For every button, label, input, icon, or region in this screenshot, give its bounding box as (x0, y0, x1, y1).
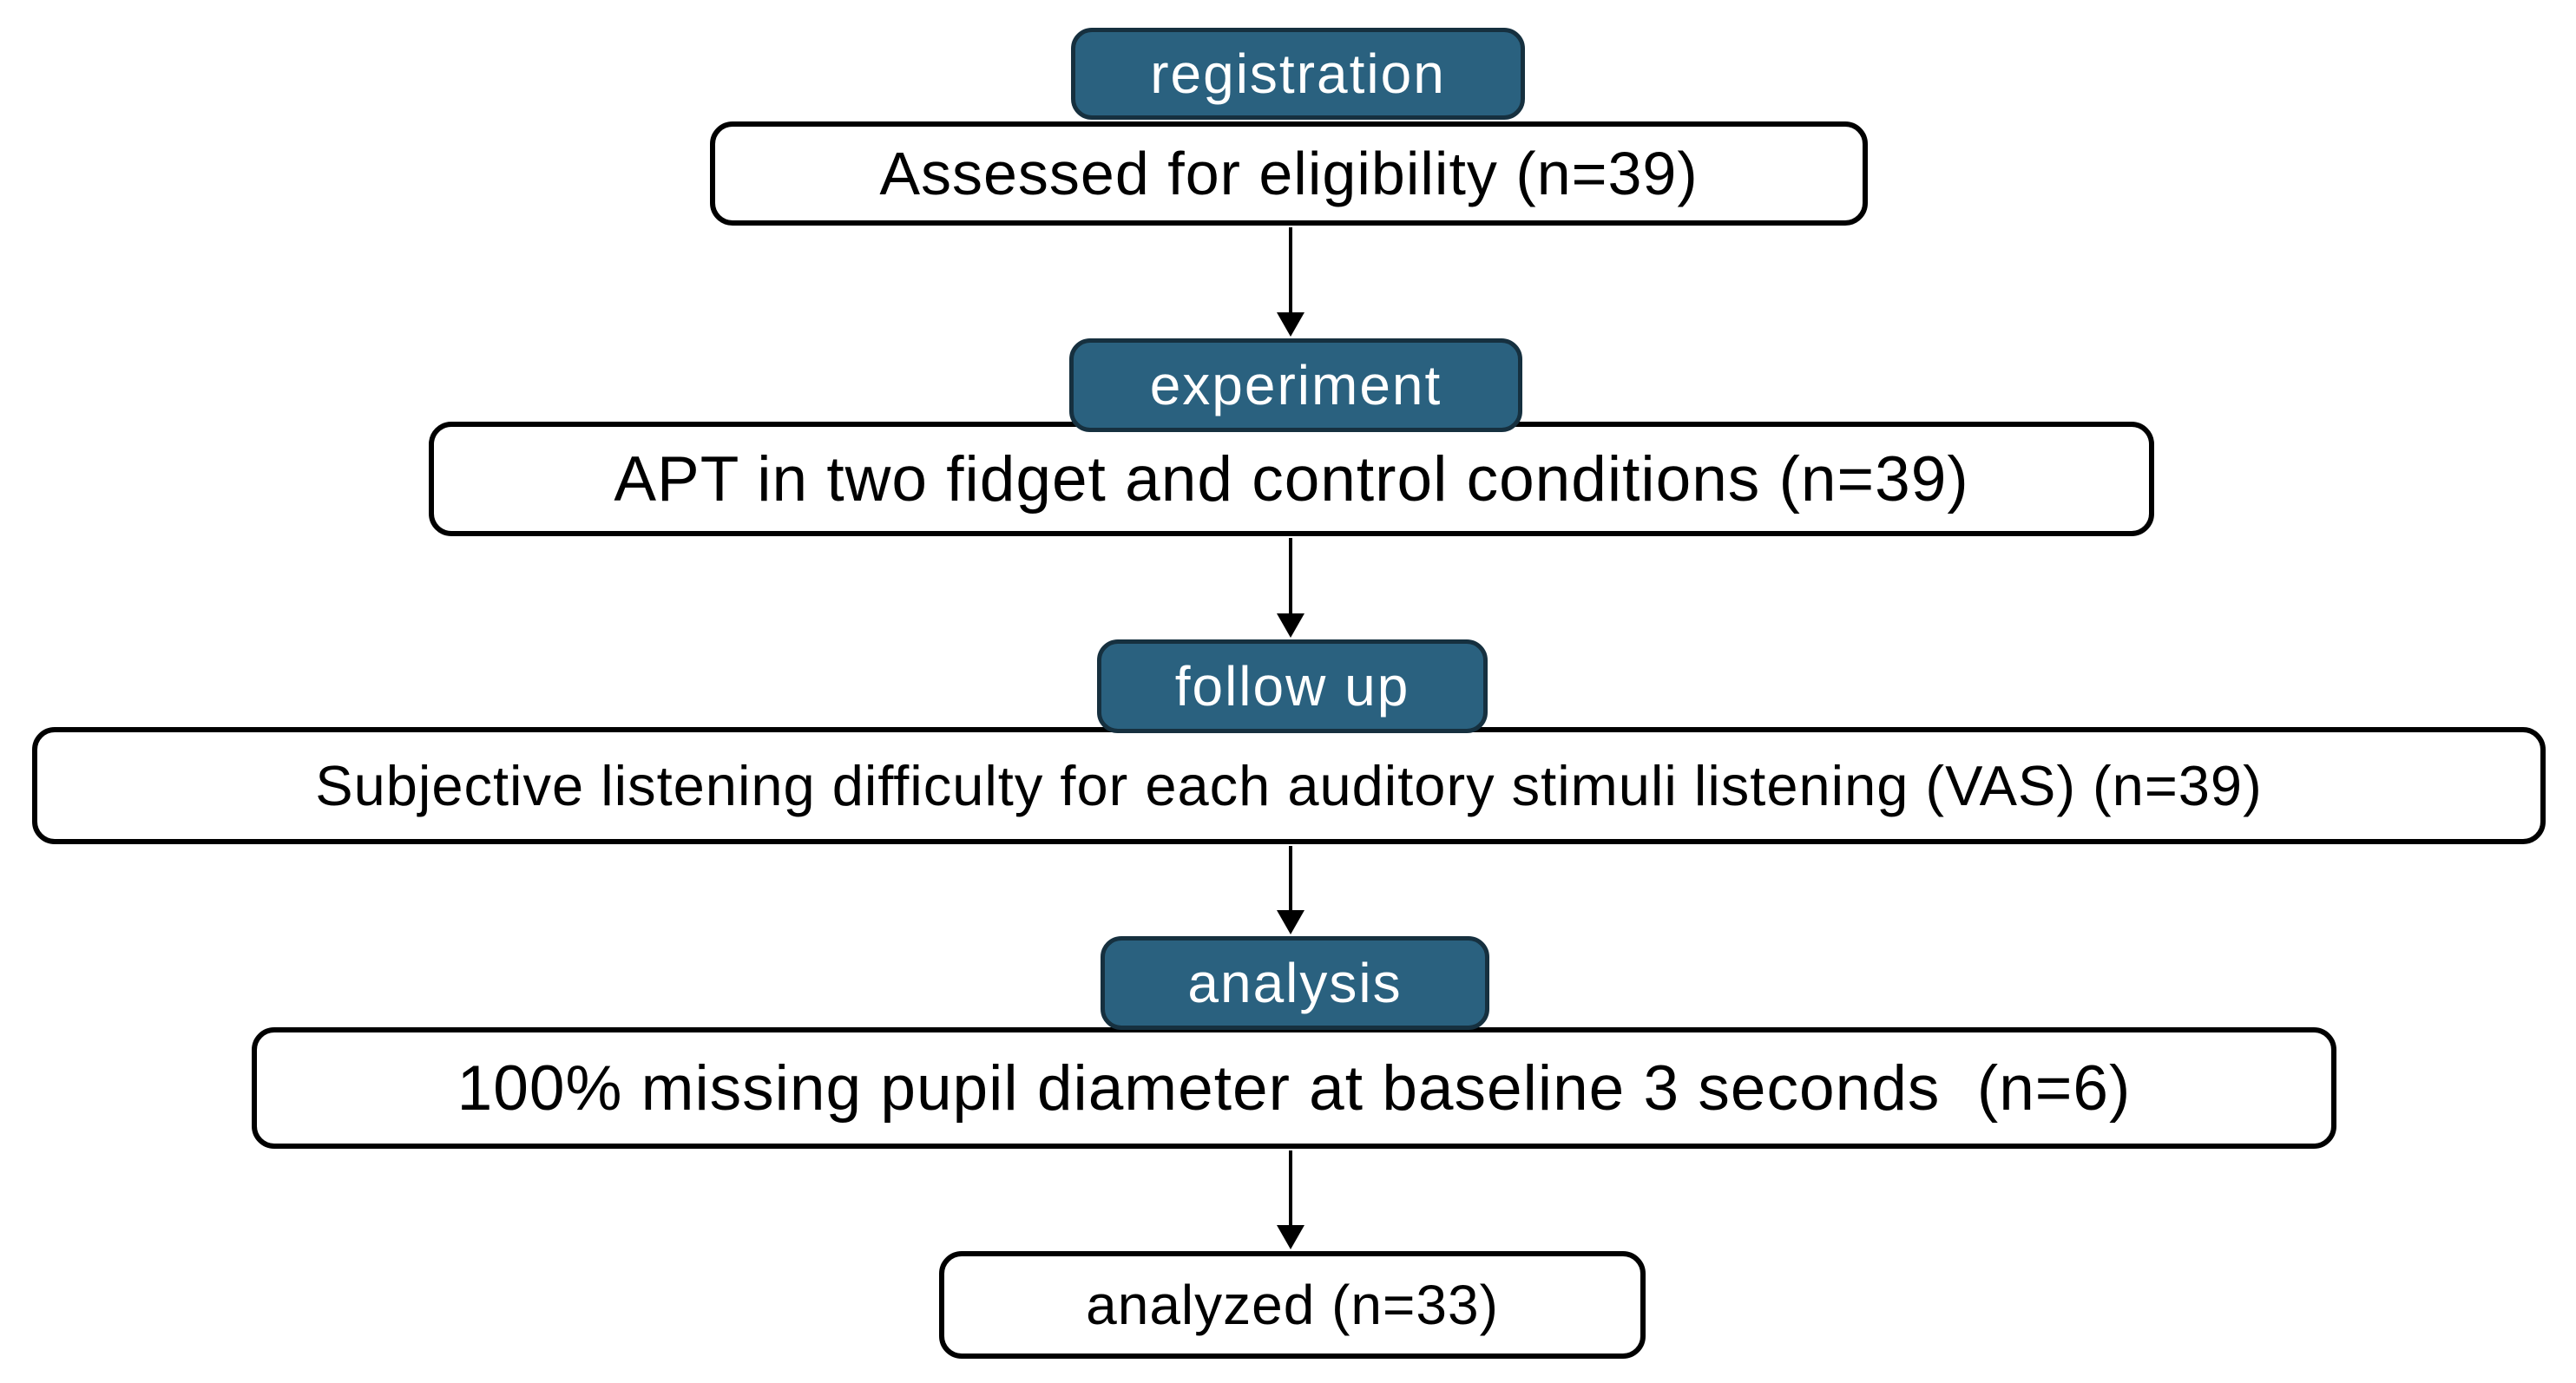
flow-arrow-down-2 (1273, 538, 1308, 638)
stage-box-subjective-listening-difficulty: Subjective listening difficulty for each… (32, 727, 2546, 844)
stage-badge-analysis: analysis (1101, 936, 1489, 1030)
stage-badge-registration: registration (1071, 28, 1525, 120)
flow-arrow-down-3 (1273, 846, 1308, 934)
arrow-head-icon (1277, 910, 1304, 934)
stage-badge-experiment: experiment (1069, 338, 1522, 432)
stage-box-apt-conditions: APT in two fidget and control conditions… (429, 422, 2154, 536)
arrow-shaft (1289, 846, 1292, 912)
stage-box-analyzed: analyzed (n=33) (939, 1251, 1646, 1359)
flow-arrow-down-1 (1273, 227, 1308, 337)
stage-box-missing-pupil-diameter: 100% missing pupil diameter at baseline … (252, 1027, 2336, 1149)
arrow-shaft (1289, 227, 1292, 314)
arrow-head-icon (1277, 1225, 1304, 1249)
flow-arrow-down-4 (1273, 1150, 1308, 1249)
arrow-head-icon (1277, 613, 1304, 638)
arrow-shaft (1289, 1150, 1292, 1227)
stage-badge-follow-up: follow up (1097, 639, 1488, 733)
arrow-head-icon (1277, 312, 1304, 337)
arrow-shaft (1289, 538, 1292, 615)
stage-box-assessed-eligibility: Assessed for eligibility (n=39) (710, 121, 1868, 226)
